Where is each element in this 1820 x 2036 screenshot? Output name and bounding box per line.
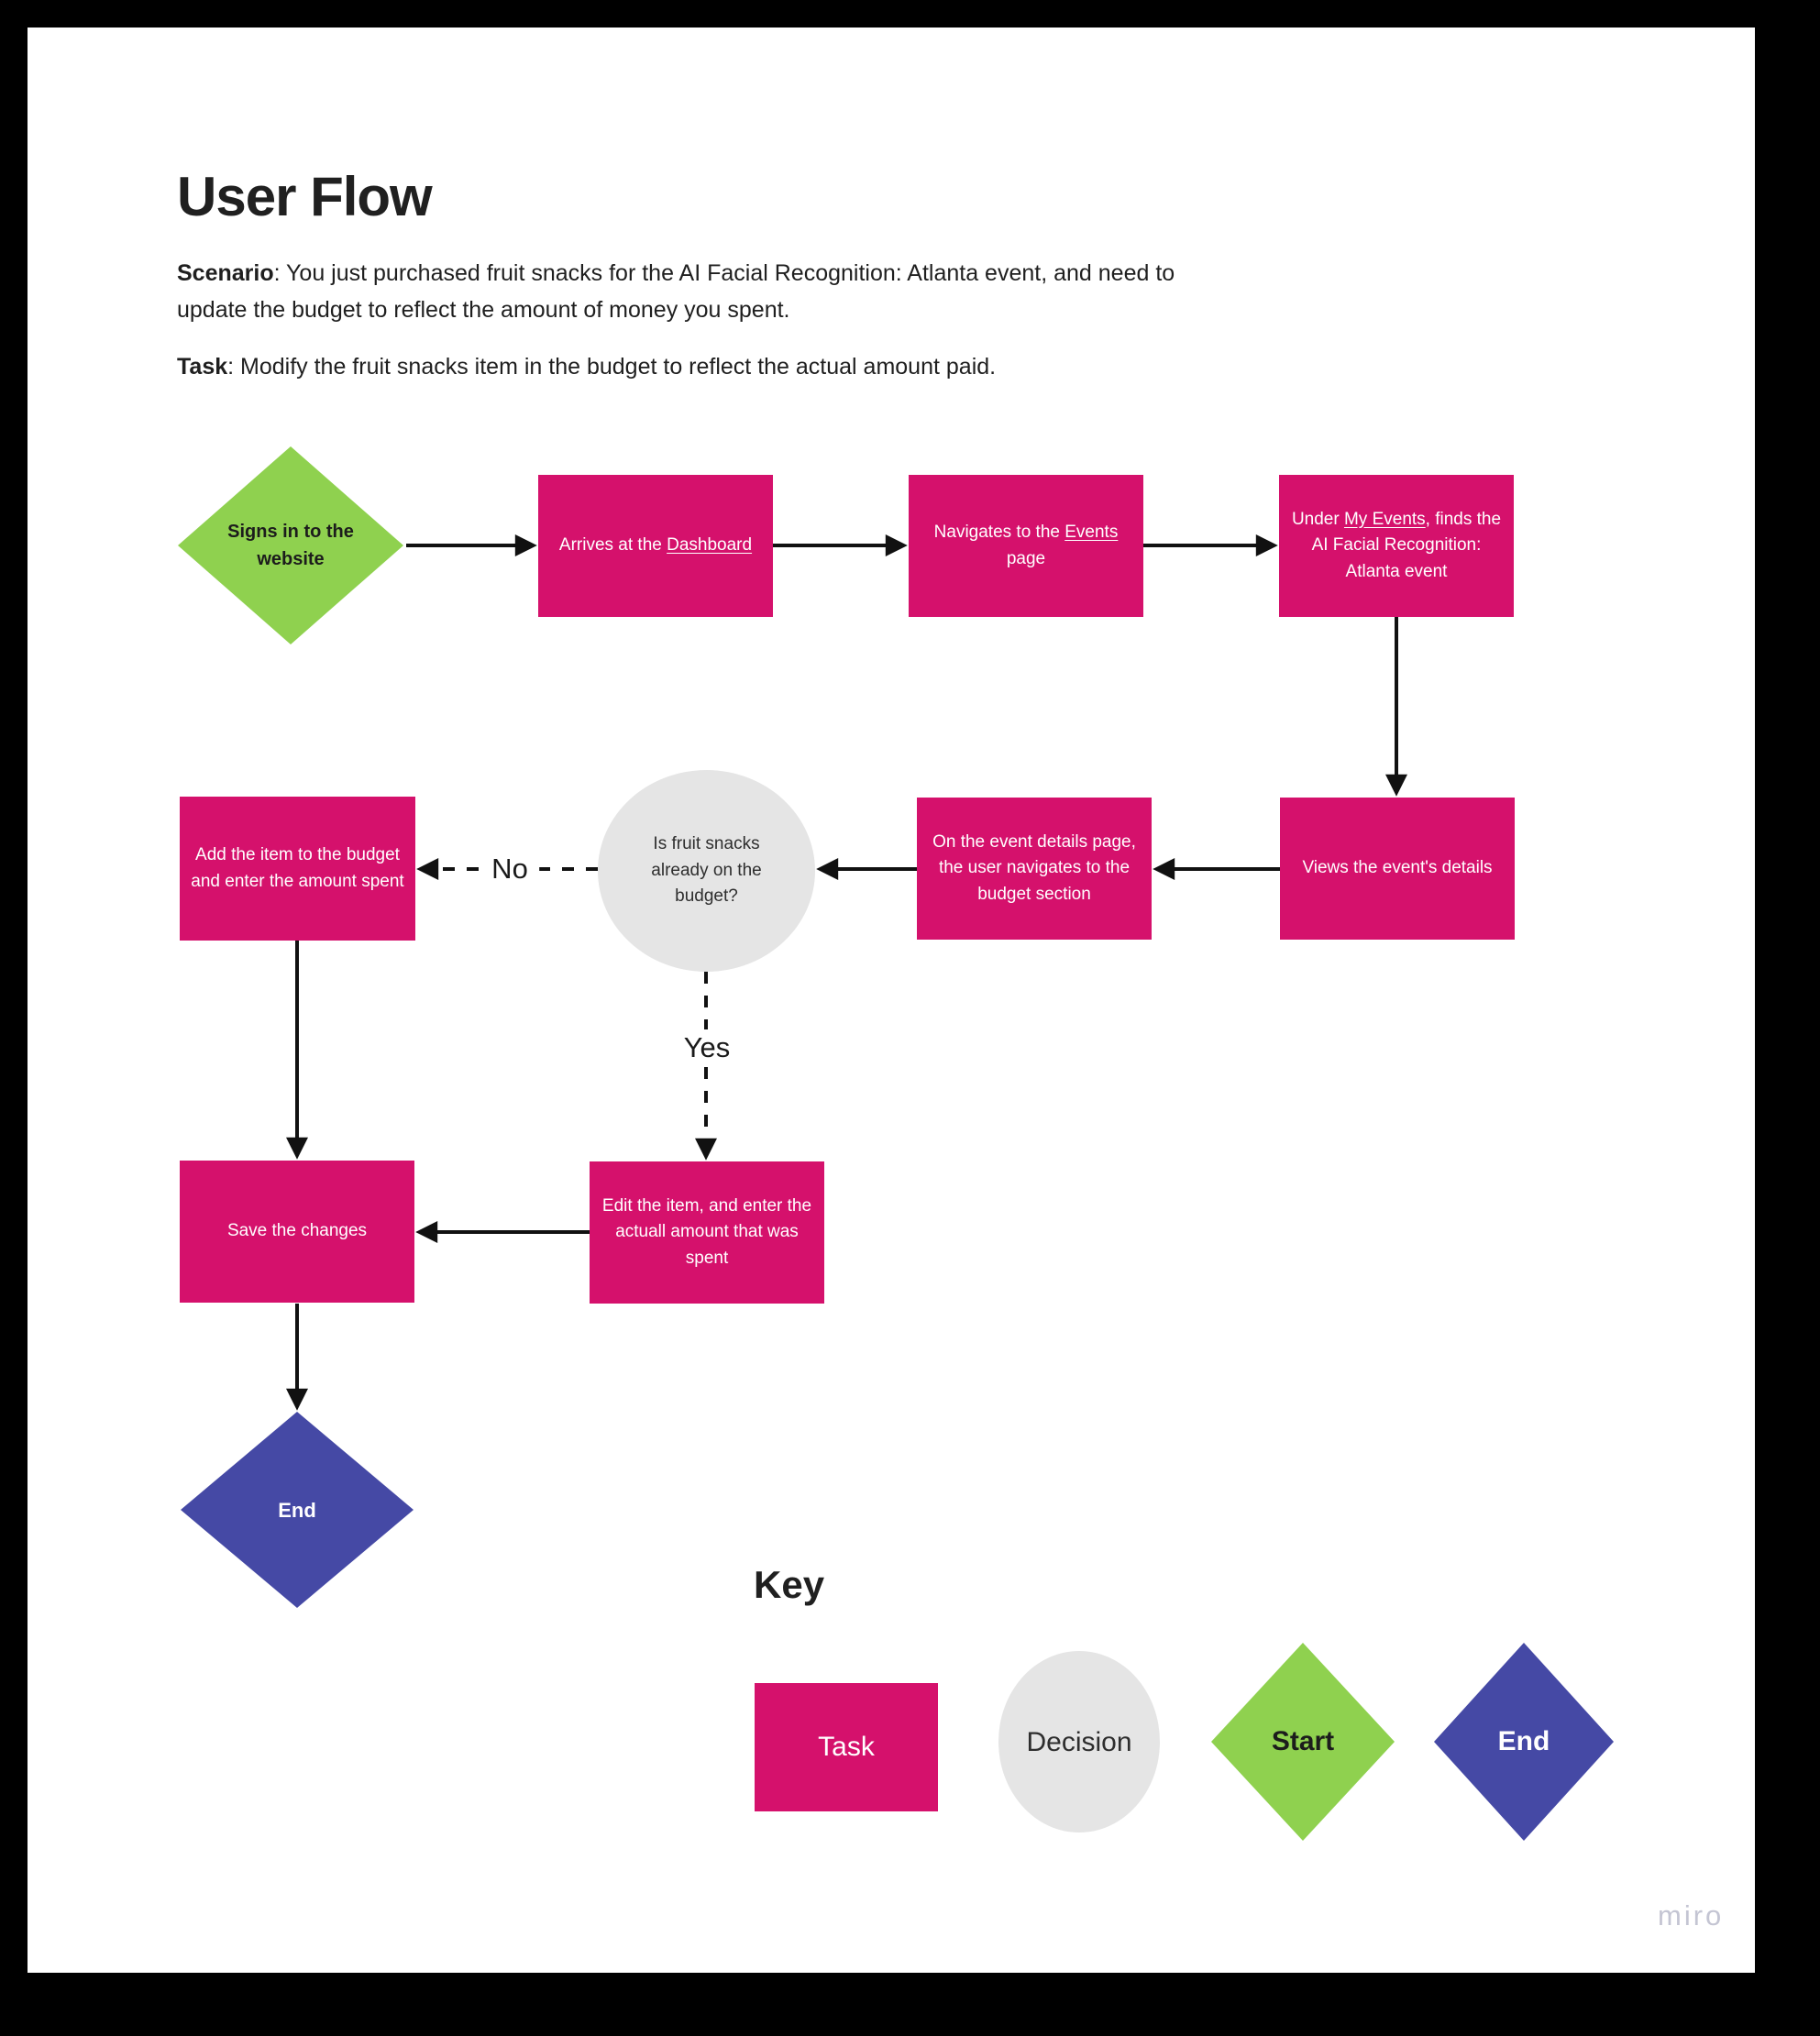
- flow-node-budget-section-label: On the event details page, the user navi…: [932, 831, 1136, 904]
- text-part: page: [1006, 548, 1046, 568]
- text-part: Navigates to the: [933, 523, 1065, 542]
- task-paragraph: Task: Modify the fruit snacks item in th…: [177, 348, 1241, 385]
- flow-node-add-item: Add the item to the budget and enter the…: [180, 797, 415, 941]
- flow-node-arrives-label: Arrives at the Dashboard: [559, 533, 752, 559]
- flow-node-navigates-events: Navigates to the Events page: [909, 475, 1143, 617]
- edge-label-yes: Yes: [672, 1029, 742, 1066]
- flow-node-end-label: End: [278, 1498, 316, 1522]
- text-part: Arrives at the: [558, 535, 667, 556]
- edge-label-no: No: [480, 851, 539, 887]
- key-item-end-label: End: [1497, 1726, 1550, 1756]
- flow-node-decision-label: Is fruit snacks already on the budget?: [651, 834, 762, 907]
- flow-node-edit-item: Edit the item, and enter the actuall amo…: [590, 1161, 824, 1304]
- board-page: User Flow Scenario: You just purchased f…: [28, 28, 1755, 1973]
- flow-node-arrives-dashboard: Arrives at the Dashboard: [538, 475, 773, 617]
- flow-node-budget-section: On the event details page, the user navi…: [917, 798, 1152, 940]
- task-label: Task: [177, 354, 228, 380]
- key-item-start-label: Start: [1271, 1726, 1335, 1756]
- flow-node-save-changes: Save the changes: [180, 1161, 414, 1303]
- flow-node-save-changes-label: Save the changes: [226, 1221, 368, 1241]
- flow-node-add-item-label: Add the item to the budget and enter the…: [191, 845, 404, 891]
- text-part: , finds the AI Facial Recognition: Atlan…: [1311, 509, 1502, 581]
- flow-arrows: [286, 534, 1407, 1411]
- flow-node-navigates-label: Navigates to the Events page: [918, 520, 1134, 572]
- key-item-task: Task: [755, 1683, 938, 1811]
- scenario-label: Scenario: [177, 260, 274, 286]
- scenario-text: : You just purchased fruit snacks for th…: [177, 260, 1175, 323]
- flow-node-start-label: Signs in to the website: [227, 522, 354, 569]
- flow-node-decision: Is fruit snacks already on the budget?: [598, 770, 815, 972]
- text-part: Under: [1291, 509, 1344, 529]
- flow-node-views-label: Views the event's details: [1302, 858, 1493, 878]
- miro-watermark: miro: [1658, 1899, 1725, 1931]
- underlined-term: Dashboard: [667, 535, 753, 556]
- underlined-term: My Events: [1343, 509, 1426, 529]
- page-title: User Flow: [177, 166, 433, 227]
- key-heading: Key: [754, 1563, 825, 1606]
- key-item-decision: Decision: [998, 1651, 1160, 1832]
- flow-node-under-my-events: Under My Events, finds the AI Facial Rec…: [1279, 475, 1514, 617]
- key-item-decision-label: Decision: [1026, 1726, 1132, 1757]
- key-item-task-label: Task: [818, 1732, 875, 1762]
- scenario-paragraph: Scenario: You just purchased fruit snack…: [177, 255, 1241, 328]
- underlined-term: Events: [1064, 523, 1119, 542]
- flow-node-edit-item-label: Edit the item, and enter the actuall amo…: [601, 1195, 812, 1268]
- flow-node-views-details: Views the event's details: [1280, 798, 1515, 940]
- task-text: : Modify the fruit snacks item in the bu…: [227, 354, 997, 380]
- flow-node-under-label: Under My Events, finds the AI Facial Rec…: [1288, 507, 1505, 586]
